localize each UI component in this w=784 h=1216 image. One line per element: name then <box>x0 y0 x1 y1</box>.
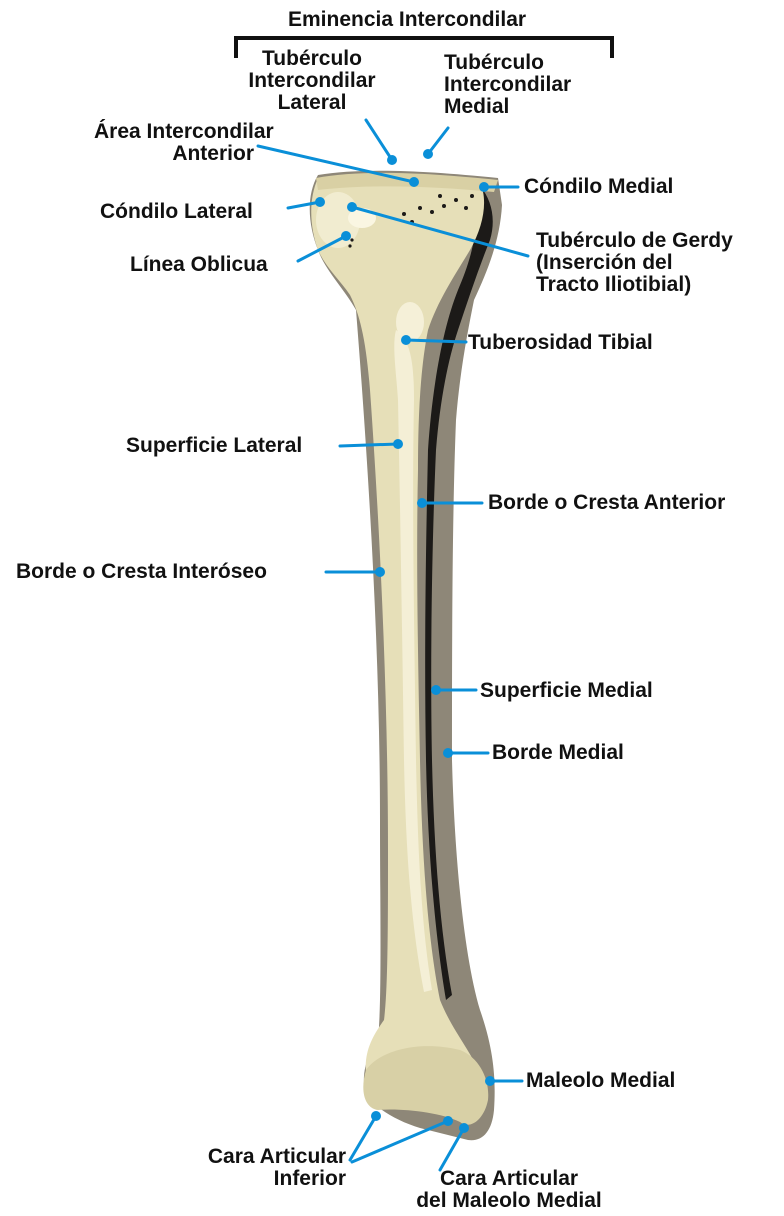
tuberosity-shape <box>396 302 424 342</box>
label-tuberculo-gerdy: Tubérculo de Gerdy (Inserción del Tracto… <box>536 230 733 296</box>
label-borde-medial: Borde Medial <box>492 742 624 764</box>
label-cara-articular-inferior: Cara Articular Inferior <box>170 1146 346 1190</box>
label-line: Tubérculo <box>232 48 392 70</box>
label-line: Tracto Iliotibial) <box>536 274 733 296</box>
label-line: Cara Articular <box>170 1146 346 1168</box>
label-linea-oblicua: Línea Oblicua <box>130 254 268 276</box>
label-line: Lateral <box>232 92 392 114</box>
label-borde-cresta-interoseo: Borde o Cresta Interóseo <box>16 561 267 583</box>
label-area-intercondilar-anterior: Área Intercondilar Anterior <box>94 121 254 165</box>
label-line: Tubérculo <box>444 52 571 74</box>
label-tuberculo-intercondilar-lateral: Tubérculo Intercondilar Lateral <box>232 48 392 114</box>
label-condilo-medial: Cóndilo Medial <box>524 176 673 198</box>
label-line: Medial <box>444 96 571 118</box>
label-tuberculo-intercondilar-medial: Tubérculo Intercondilar Medial <box>444 52 571 118</box>
label-line: Área Intercondilar <box>94 121 254 143</box>
label-line: del Maleolo Medial <box>388 1190 630 1212</box>
label-condilo-lateral: Cóndilo Lateral <box>100 201 253 223</box>
label-line: Intercondilar <box>232 70 392 92</box>
label-superficie-lateral: Superficie Lateral <box>126 435 302 457</box>
label-line: Tubérculo de Gerdy <box>536 230 733 252</box>
label-line: Anterior <box>94 143 254 165</box>
label-maleolo-medial: Maleolo Medial <box>526 1070 675 1092</box>
label-line: (Inserción del <box>536 252 733 274</box>
label-tuberosidad-tibial: Tuberosidad Tibial <box>468 332 653 354</box>
label-borde-cresta-anterior: Borde o Cresta Anterior <box>488 492 725 514</box>
label-line: Intercondilar <box>444 74 571 96</box>
label-superficie-medial: Superficie Medial <box>480 680 653 702</box>
label-line: Cara Articular <box>388 1168 630 1190</box>
label-eminencia-intercondilar: Eminencia Intercondilar <box>288 9 526 31</box>
label-line: Inferior <box>170 1168 346 1190</box>
label-cara-articular-maleolo-medial: Cara Articular del Maleolo Medial <box>388 1168 630 1212</box>
